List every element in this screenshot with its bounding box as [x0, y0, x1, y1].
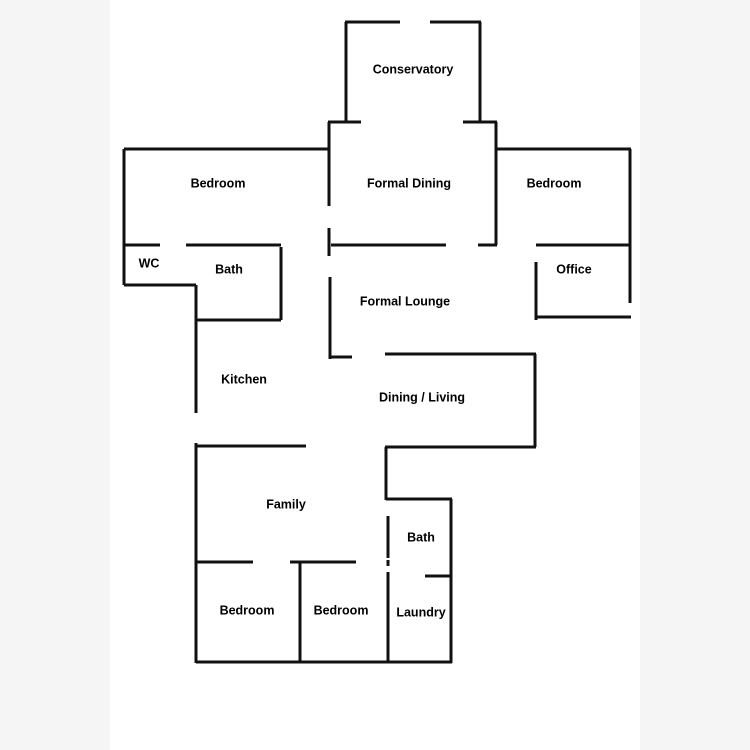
room-label-bedroom-nw: Bedroom	[191, 176, 246, 190]
room-label-laundry: Laundry	[396, 605, 445, 619]
room-label-conservatory: Conservatory	[373, 62, 454, 76]
room-label-formal-dining: Formal Dining	[367, 176, 451, 190]
room-label-wc: WC	[139, 256, 160, 270]
floor-plan-paper	[110, 0, 640, 750]
room-label-bedroom-sw: Bedroom	[220, 603, 275, 617]
room-label-office: Office	[556, 262, 591, 276]
room-label-bath-upper: Bath	[215, 262, 243, 276]
room-label-bath-lower: Bath	[407, 530, 435, 544]
room-label-dining-living: Dining / Living	[379, 390, 465, 404]
room-label-bedroom-ne: Bedroom	[527, 176, 582, 190]
room-label-bedroom-sc: Bedroom	[314, 603, 369, 617]
walls-group	[122, 20, 632, 664]
room-label-kitchen: Kitchen	[221, 372, 267, 386]
room-label-family: Family	[266, 497, 306, 511]
room-label-formal-lounge: Formal Lounge	[360, 294, 450, 308]
